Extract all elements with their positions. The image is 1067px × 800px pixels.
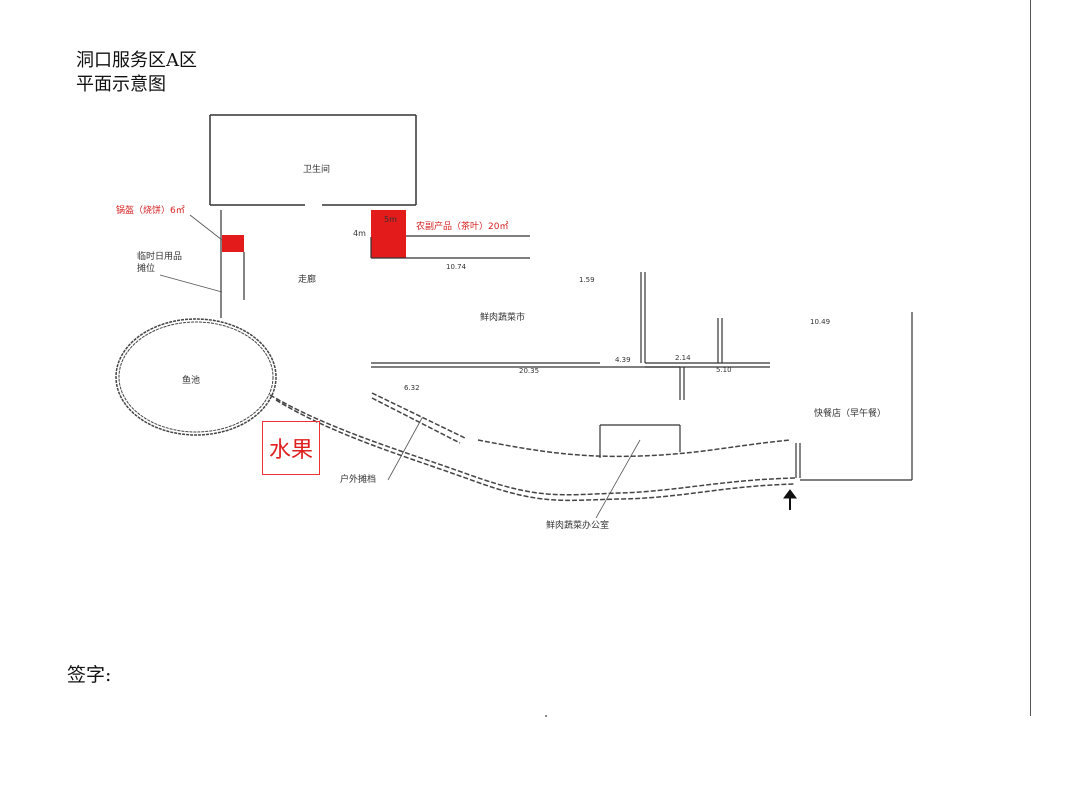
pond-outline: [115, 318, 277, 436]
road-path: [269, 392, 796, 502]
dim-1049: 10.49: [810, 318, 830, 326]
dim-439: 4.39: [615, 356, 631, 364]
fruit-stall-marker: 水果: [262, 421, 320, 475]
page-bottom-mark: [545, 715, 547, 717]
pot-stall-callout: 锅盔（烧饼）6㎡: [116, 204, 185, 216]
tea-stall-area: [371, 210, 406, 258]
entrance-arrow-icon: [783, 489, 797, 510]
fresh-market-label: 鲜肉蔬菜市: [480, 311, 525, 323]
dim-632: 6.32: [404, 384, 420, 392]
corridor-label: 走廊: [298, 273, 316, 285]
tea-stall-callout: 农副产品（茶叶）20㎡: [416, 220, 508, 232]
snack-shop-label: 快餐店（早午餐）: [814, 407, 886, 419]
page-title: 洞口服务区A区 平面示意图: [76, 49, 197, 97]
office-box: [599, 424, 801, 478]
pond-label: 鱼池: [182, 374, 200, 386]
leader-lines: [159, 214, 641, 519]
pot-stall-area: [222, 235, 244, 252]
temp-stall-callout-line1: 临时日用品: [137, 250, 182, 262]
fresh-office-callout: 鲜肉蔬菜办公室: [546, 519, 609, 531]
temp-stall-callout-line2: 摊位: [137, 262, 155, 274]
fresh-market-walls: [371, 272, 770, 400]
dim-1074: 10.74: [446, 263, 467, 271]
dim-4m: 4m: [353, 229, 366, 238]
dim-510: 5.10: [716, 366, 732, 374]
dim-5m: 5m: [384, 215, 397, 224]
corridor-walls: [220, 210, 530, 318]
signature-label: 签字:: [67, 664, 112, 686]
dim-214: 2.14: [675, 354, 691, 362]
restroom-label: 卫生间: [303, 163, 330, 175]
dim-2035: 20.35: [519, 367, 539, 375]
page-right-border: [1030, 0, 1031, 716]
title-line-2: 平面示意图: [76, 74, 166, 95]
snack-shop-walls: [800, 312, 913, 481]
pond-inner-outline: [118, 321, 274, 433]
title-line-1: 洞口服务区A区: [76, 50, 197, 71]
outdoor-stall-callout: 户外摊档: [340, 473, 376, 485]
dim-159: 1.59: [579, 276, 595, 284]
restroom-block: [209, 114, 417, 206]
